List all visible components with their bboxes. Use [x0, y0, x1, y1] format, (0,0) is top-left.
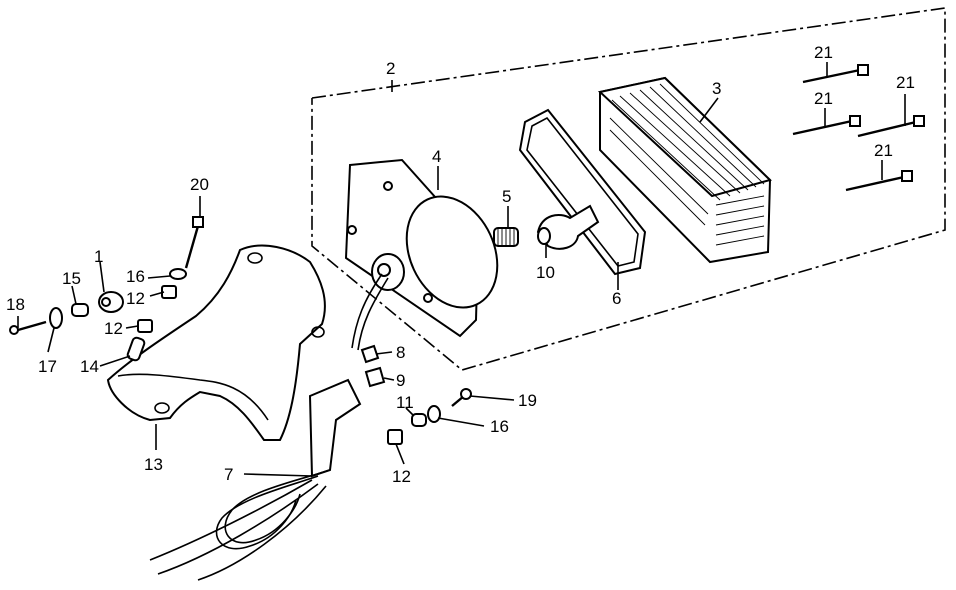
callout-8: 8	[396, 343, 405, 362]
callout-21-b: 21	[814, 89, 833, 108]
callout-12-c: 12	[392, 467, 411, 486]
wire-harness-part	[149, 273, 389, 581]
collar-part-14	[126, 336, 146, 362]
callout-16-b: 16	[490, 417, 509, 436]
bolt-part-20	[184, 216, 204, 269]
callout-1: 1	[94, 247, 103, 266]
callout-18: 18	[6, 295, 25, 314]
lamp-base-housing-part	[344, 158, 499, 338]
callout-21-a: 21	[814, 43, 833, 62]
callout-labels: 1 2 3 4 5 6 7 8 9 10 11 12 12 12 13 14 1…	[6, 43, 915, 486]
callout-9: 9	[396, 371, 405, 390]
callout-5: 5	[502, 187, 511, 206]
nut-part-12-b	[137, 319, 153, 333]
bolt-part-18	[9, 320, 47, 335]
callout-11: 11	[396, 393, 414, 412]
bolt-part-19	[451, 388, 472, 407]
nut-part-12-a	[161, 285, 177, 299]
callout-6: 6	[612, 289, 621, 308]
callout-21-d: 21	[874, 141, 893, 160]
lens-gasket-part	[518, 108, 647, 276]
callout-10: 10	[536, 263, 555, 282]
callout-2: 2	[386, 59, 395, 78]
terminal-part-8	[360, 344, 380, 364]
callout-21-c: 21	[896, 73, 915, 92]
callout-12-a: 12	[126, 289, 145, 308]
callout-3: 3	[712, 79, 721, 98]
callout-19: 19	[518, 391, 537, 410]
callout-16-a: 16	[126, 267, 145, 286]
washer-part-17	[49, 307, 63, 329]
callout-13: 13	[144, 455, 163, 474]
bolts-21	[792, 64, 925, 192]
bulb-part	[536, 204, 600, 250]
leader-lines	[17, 62, 906, 477]
assembly-boundary-outline	[311, 7, 946, 371]
tail-lamp-lens-part	[597, 76, 772, 264]
bulb-socket-spring-part	[493, 227, 519, 247]
callout-4: 4	[432, 147, 441, 166]
collar-part-11	[411, 413, 427, 427]
collar-part-1	[98, 291, 124, 313]
nut-part-12-c	[387, 429, 403, 445]
callout-17: 17	[38, 357, 57, 376]
washer-part-16-upper	[169, 268, 187, 280]
callout-12-b: 12	[104, 319, 123, 338]
collar-part-15	[71, 303, 89, 317]
washer-part-16-lower	[427, 405, 441, 423]
callout-7: 7	[224, 465, 233, 484]
callout-15: 15	[62, 269, 81, 288]
lamp-bracket-part	[106, 244, 326, 441]
terminal-part-9	[364, 366, 386, 388]
lens-gasket-inner	[526, 116, 639, 267]
callout-20: 20	[190, 175, 209, 194]
callout-14: 14	[80, 357, 99, 376]
